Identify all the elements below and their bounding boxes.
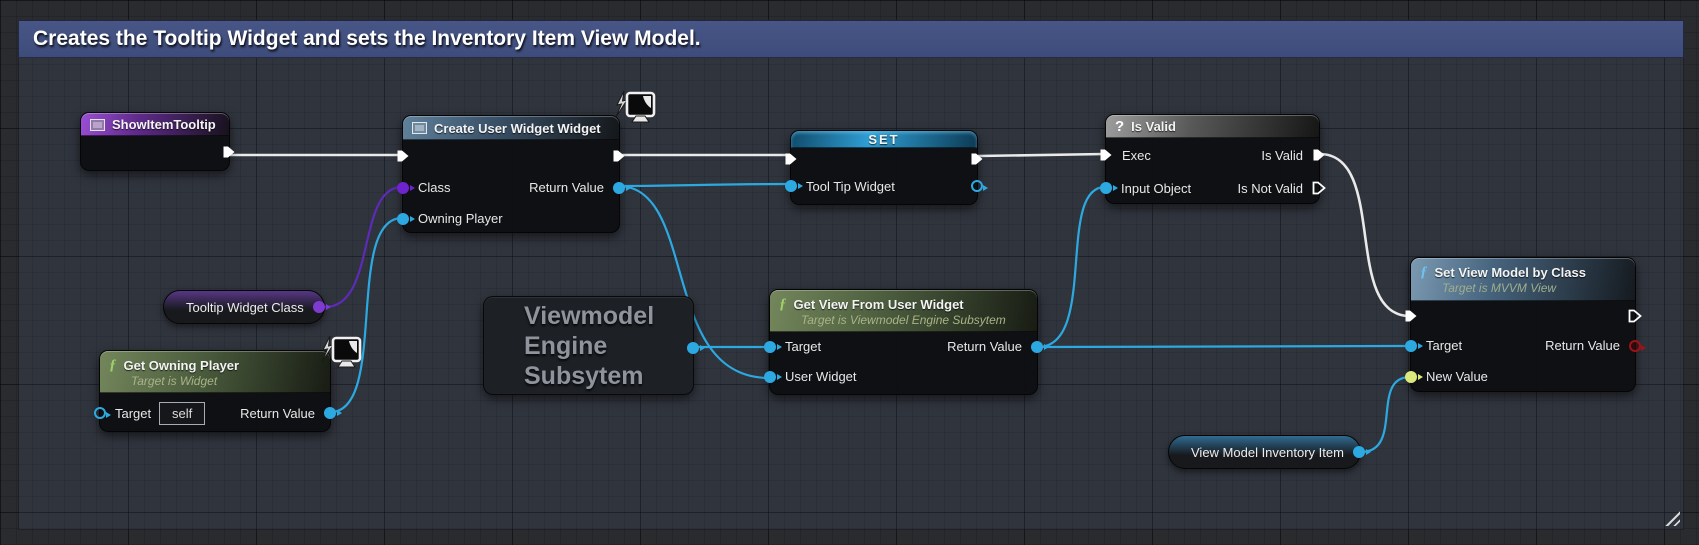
return-value-pin[interactable] xyxy=(1629,339,1646,352)
exec-in-pin[interactable] xyxy=(396,149,410,163)
subsystem-label-line: Viewmodel xyxy=(524,301,655,330)
exec-in-pin[interactable] xyxy=(784,152,798,166)
exec-in-pin[interactable] xyxy=(1099,148,1113,162)
node-subtitle: Target is Widget xyxy=(131,373,218,388)
node-header[interactable]: ? Is Valid xyxy=(1106,115,1319,138)
function-icon: ƒ xyxy=(1420,264,1428,280)
node-title: Get View From User Widget xyxy=(793,296,964,312)
question-mark-icon: ? xyxy=(1115,118,1125,135)
node-create-user-widget[interactable]: Create User Widget Widget Class Return V… xyxy=(397,115,631,233)
input-object-pin[interactable] xyxy=(1100,182,1118,194)
wire-obj-returnvalue-to-userwidget[interactable] xyxy=(619,184,770,380)
variable-label: Tooltip Widget Class xyxy=(186,299,304,315)
monitor-lightning-icon xyxy=(321,335,362,368)
class-out-pin[interactable] xyxy=(312,301,331,313)
pin-label: Return Value xyxy=(1545,338,1620,353)
return-value-pin[interactable] xyxy=(324,407,342,419)
is-not-valid-exec-out-pin[interactable] xyxy=(1312,181,1326,195)
node-header[interactable]: ƒ Set View Model by Class Target is MVVM… xyxy=(1411,258,1635,301)
pin-label: Target xyxy=(115,405,152,421)
class-pin[interactable] xyxy=(397,181,415,194)
pin-label: Return Value xyxy=(529,180,604,195)
node-title: Set View Model by Class xyxy=(1434,265,1586,280)
pin-label: Is Not Valid xyxy=(1237,180,1303,196)
is-valid-exec-out-pin[interactable] xyxy=(1312,148,1326,162)
tool-tip-widget-pin[interactable] xyxy=(785,180,803,192)
subsystem-label-line: Subsytem xyxy=(524,361,644,390)
exec-out-pin[interactable] xyxy=(222,145,236,159)
node-get-owning-player[interactable]: ƒ Get Owning Player Target is Widget Tar… xyxy=(94,350,342,432)
variable-label: View Model Inventory Item xyxy=(1191,444,1344,460)
pin-label: Tool Tip Widget xyxy=(806,178,895,194)
wire-obj-view-to-target[interactable] xyxy=(1037,344,1411,349)
target-pin[interactable] xyxy=(94,407,111,419)
exec-in-pin[interactable] xyxy=(1404,309,1418,323)
function-icon: ƒ xyxy=(779,295,787,312)
node-show-item-tooltip[interactable]: ShowItemTooltip xyxy=(80,112,235,171)
node-header[interactable]: SET xyxy=(791,131,977,148)
object-out-pin[interactable] xyxy=(1352,446,1371,458)
node-title: Is Valid xyxy=(1131,119,1176,134)
monitor-lightning-icon xyxy=(615,90,656,123)
set-output-pin[interactable] xyxy=(971,180,988,192)
pin-label: Target xyxy=(1426,338,1463,353)
pin-label: Is Valid xyxy=(1261,147,1303,163)
wire-exec-isvalid-to-setviewmodel[interactable] xyxy=(1319,152,1411,318)
exec-out-pin[interactable] xyxy=(970,152,984,166)
variable-view-model-inventory-item[interactable]: View Model Inventory Item xyxy=(1168,435,1371,469)
owning-player-pin[interactable] xyxy=(397,212,415,225)
node-header[interactable]: ƒ Get View From User Widget Target is Vi… xyxy=(770,290,1037,332)
node-header[interactable]: Create User Widget Widget xyxy=(403,116,619,140)
node-subtitle: Target is MVVM View xyxy=(1442,281,1557,295)
pin-label: Exec xyxy=(1122,147,1151,163)
wire-class-tooltipwidgetclass-to-class[interactable] xyxy=(324,185,403,309)
new-value-pin[interactable] xyxy=(1405,370,1423,383)
node-title: Get Owning Player xyxy=(123,357,240,373)
event-icon xyxy=(90,118,105,131)
wire-obj-returnvalue-to-tooltipwidget[interactable] xyxy=(619,182,791,188)
target-self-field[interactable]: self xyxy=(159,401,206,425)
target-pin[interactable] xyxy=(1405,339,1423,352)
subsystem-out-pin[interactable] xyxy=(687,342,705,354)
node-title: SET xyxy=(868,132,900,147)
return-value-pin[interactable] xyxy=(613,181,631,194)
node-subtitle: Target is Viewmodel Engine Subsytem xyxy=(801,312,1006,327)
exec-out-pin[interactable] xyxy=(1628,309,1642,323)
pin-label: Return Value xyxy=(240,405,315,421)
wire-obj-owningplayer[interactable] xyxy=(330,216,403,414)
pin-label: Return Value xyxy=(947,339,1022,354)
pin-label: Target xyxy=(785,339,822,354)
node-title: Create User Widget Widget xyxy=(434,120,601,136)
comment-title: Creates the Tooltip Widget and sets the … xyxy=(33,27,701,50)
return-value-pin[interactable] xyxy=(1031,340,1049,353)
node-get-view-from-user-widget[interactable]: ƒ Get View From User Widget Target is Vi… xyxy=(764,289,1049,395)
pin-label: Owning Player xyxy=(418,211,503,226)
pin-label: New Value xyxy=(1426,369,1488,384)
pin-label: User Widget xyxy=(785,369,857,384)
comment-titlebar[interactable]: Creates the Tooltip Widget and sets the … xyxy=(18,20,1684,58)
node-is-valid[interactable]: ? Is Valid Exec Is Valid Input Object Is… xyxy=(1100,114,1326,204)
pin-label: Input Object xyxy=(1121,180,1192,196)
subsystem-label-line: Engine xyxy=(524,331,608,360)
node-header[interactable]: ShowItemTooltip xyxy=(81,113,229,136)
node-set-view-model-by-class[interactable]: ƒ Set View Model by Class Target is MVVM… xyxy=(1405,257,1646,392)
node-header[interactable]: ƒ Get Owning Player Target is Widget xyxy=(100,351,330,393)
wire-obj-viewmodelitem-to-newvalue[interactable] xyxy=(1360,375,1411,454)
exec-out-pin[interactable] xyxy=(612,149,626,163)
wire-exec-set-to-isvalid[interactable] xyxy=(977,152,1106,158)
user-widget-pin[interactable] xyxy=(764,370,782,383)
wire-obj-view-to-inputobject[interactable] xyxy=(1037,185,1106,349)
variable-tooltip-widget-class[interactable]: Tooltip Widget Class xyxy=(163,290,331,324)
node-set-tool-tip-widget[interactable]: SET Tool Tip Widget xyxy=(785,130,988,205)
function-icon: ƒ xyxy=(109,356,117,373)
target-pin[interactable] xyxy=(764,340,782,353)
node-viewmodel-engine-subsystem[interactable]: Viewmodel Engine Subsytem xyxy=(483,296,705,395)
node-title: ShowItemTooltip xyxy=(112,117,216,132)
pin-label: Class xyxy=(418,180,451,195)
widget-icon xyxy=(412,122,427,134)
